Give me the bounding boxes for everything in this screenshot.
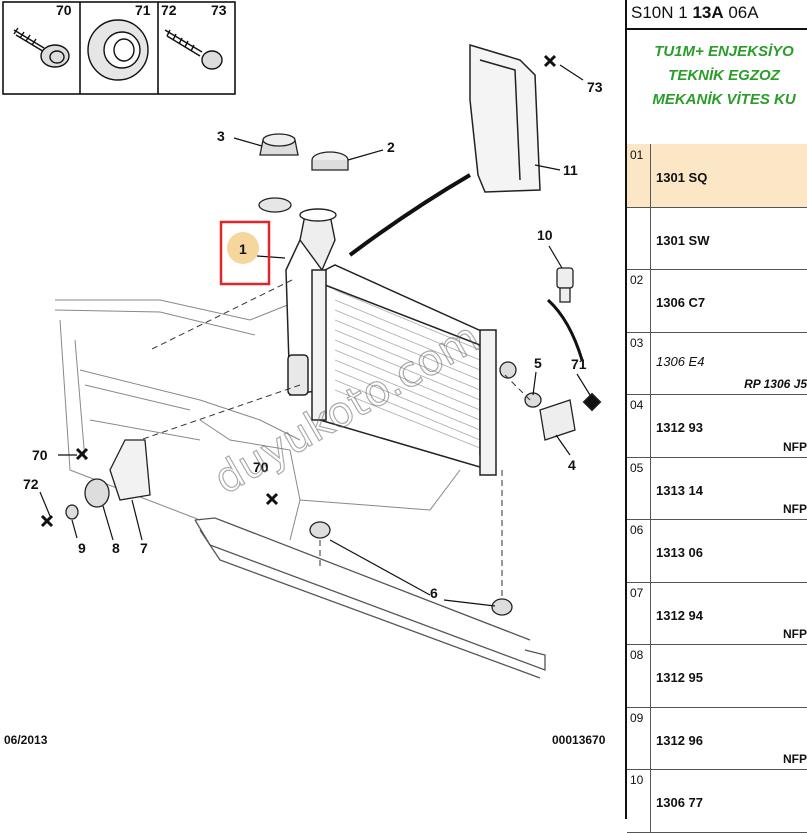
part-code: 1306 C7 — [656, 295, 706, 310]
callout-8: 8 — [112, 540, 120, 556]
part-row[interactable]: 08 1312 95 — [627, 644, 807, 708]
callout-73: 73 — [587, 79, 603, 95]
callout-70-top: 70 — [56, 2, 72, 18]
callout-72-top: 72 — [161, 2, 177, 18]
seal-ring — [258, 197, 292, 213]
part-code: 1313 06 — [656, 545, 703, 560]
small-parts-box — [2, 1, 236, 95]
part-code: 1312 96 — [656, 732, 703, 748]
callout-71-top: 71 — [135, 2, 151, 18]
part-code: 1312 93 — [656, 420, 703, 435]
panel-header: S10N 1 13A 06A — [627, 0, 807, 30]
grommet-icon — [87, 19, 149, 81]
filler-neck — [299, 208, 337, 272]
row-index: 09 — [627, 706, 651, 769]
deflector-link-curve — [348, 173, 472, 257]
air-deflector — [469, 43, 541, 193]
cap-2 — [311, 151, 349, 171]
part-row[interactable]: 03 1306 E4 RP 1306 J5 — [627, 331, 807, 395]
highlight-badge — [227, 232, 259, 264]
row-index: 10 — [627, 769, 651, 832]
mount-bracket — [499, 361, 602, 441]
callout-2: 2 — [387, 139, 395, 155]
engine-line-3: MEKANİK VİTES KU — [652, 91, 796, 108]
part-code: 1312 95 — [656, 670, 703, 685]
part-row[interactable]: 07 1312 94 NFP — [627, 581, 807, 645]
side-bracket — [65, 439, 151, 520]
row-index: 01 — [627, 144, 651, 207]
engine-line-1: TU1M+ ENJEKSİYO — [654, 43, 794, 60]
callout-1: 1 — [239, 241, 247, 257]
front-panel-outline — [54, 299, 461, 541]
part-note: NFP — [783, 627, 807, 641]
callout-11: 11 — [563, 162, 578, 178]
header-prefix: S10N 1 — [631, 3, 693, 22]
row-index: 07 — [627, 581, 651, 644]
part-row[interactable]: 09 1312 96 NFP — [627, 706, 807, 770]
callout-10: 10 — [537, 227, 553, 243]
lower-crossmember — [194, 517, 546, 679]
callout-3: 3 — [217, 128, 225, 144]
rubber-mount — [309, 521, 513, 616]
engine-line-2: TEKNİK EGZOZ — [668, 67, 780, 84]
part-code: 1301 SW — [656, 232, 710, 248]
part-row[interactable]: 01 1301 SQ — [627, 144, 807, 208]
assembly-dash-lines — [139, 279, 531, 600]
cap-3 — [259, 133, 299, 156]
radiator — [311, 264, 497, 476]
row-index: 03 — [627, 331, 651, 394]
part-row[interactable]: 02 1306 C7 — [627, 269, 807, 333]
part-row[interactable]: 04 1312 93 NFP — [627, 394, 807, 458]
screw-icon — [164, 29, 223, 70]
footer-date: 06/2013 — [4, 733, 48, 747]
callout-7: 7 — [140, 540, 148, 556]
row-index — [627, 206, 651, 269]
part-note: NFP — [783, 502, 807, 516]
part-note: NFP — [783, 439, 807, 454]
header-suffix: 06A — [723, 3, 759, 22]
row-index: 06 — [627, 519, 651, 582]
part-code: 1313 14 — [656, 482, 703, 498]
footer-ref: 00013670 — [552, 733, 606, 747]
callout-71: 71 — [571, 356, 587, 372]
cross-marker-icon — [40, 54, 557, 528]
part-row[interactable]: 05 1313 14 NFP — [627, 456, 807, 520]
callout-73-top: 73 — [211, 2, 227, 18]
callout-9: 9 — [78, 540, 86, 556]
callout-70-left: 70 — [32, 447, 48, 463]
part-row[interactable]: 10 1306 77 — [627, 769, 807, 833]
row-index: 05 — [627, 456, 651, 519]
row-index: 02 — [627, 269, 651, 332]
bolt-icon — [13, 27, 70, 68]
part-code: 1312 94 — [656, 607, 703, 623]
part-row[interactable]: 1301 SW — [627, 206, 807, 270]
callout-leaders — [39, 64, 591, 607]
highlight-box — [219, 220, 271, 286]
part-note: NFP — [783, 752, 807, 766]
sensor-link-curve — [546, 298, 584, 361]
part-note: RP 1306 J5 — [744, 377, 807, 391]
header-group: 13A — [692, 3, 724, 22]
part-row[interactable]: 06 1313 06 — [627, 519, 807, 583]
callout-6: 6 — [430, 585, 438, 601]
exploded-parts-diagram: 70 71 72 73 — [2, 1, 606, 747]
callout-70-mid: 70 — [253, 459, 269, 475]
row-index: 04 — [627, 394, 651, 457]
temperature-sensor — [556, 267, 574, 303]
parts-panel: S10N 1 13A 06A TU1M+ ENJEKSİYO TEKNİK EG… — [625, 0, 807, 833]
engine-spec-box: TU1M+ ENJEKSİYO TEKNİK EGZOZ MEKANİK VİT… — [627, 30, 807, 154]
part-code: 1301 SQ — [656, 170, 708, 185]
callout-4: 4 — [568, 457, 576, 473]
part-code: 1306 E4 — [656, 353, 705, 369]
callout-72: 72 — [23, 476, 39, 492]
part-code: 1306 77 — [656, 795, 703, 810]
row-index: 08 — [627, 644, 651, 707]
callout-5: 5 — [534, 355, 542, 371]
